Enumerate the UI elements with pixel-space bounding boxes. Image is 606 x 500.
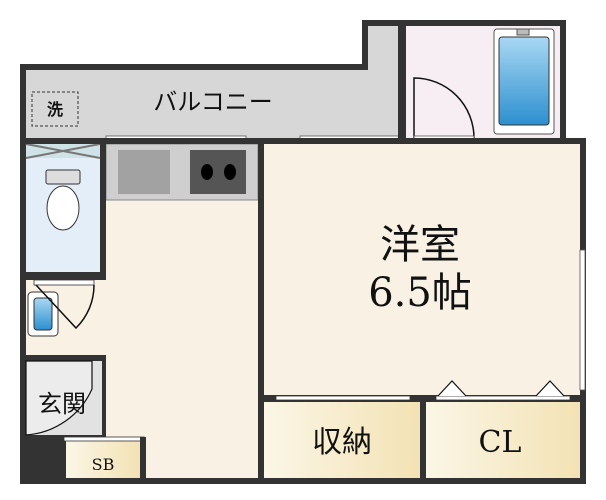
closet <box>426 402 580 478</box>
washer-space <box>31 91 79 127</box>
wall <box>26 272 106 280</box>
closet-door-hinge <box>437 380 565 397</box>
burner-icon <box>201 164 213 180</box>
wall <box>26 355 106 361</box>
shoe-box-door <box>63 436 145 442</box>
toilet-icon <box>46 185 80 231</box>
vent-x-icon <box>25 143 101 159</box>
stove <box>190 150 246 194</box>
washer-label: 洗 <box>47 100 63 119</box>
entrance-label: 玄関 <box>38 390 86 418</box>
bath-door <box>413 77 475 139</box>
toilet-door-frame <box>33 279 95 286</box>
faucet-icon <box>516 28 530 36</box>
window <box>579 249 586 391</box>
balcony-label: バルコニー <box>153 88 273 116</box>
storage <box>264 402 420 478</box>
shoe-box <box>66 440 140 478</box>
storage-label: 収納 <box>312 425 372 460</box>
sink <box>118 150 170 194</box>
western-room <box>264 144 580 395</box>
wall <box>258 144 264 478</box>
toilet-tank <box>45 169 81 185</box>
wall <box>100 144 106 280</box>
wall <box>20 138 586 144</box>
wall <box>140 437 146 478</box>
wall <box>398 20 406 140</box>
closet-door <box>435 395 571 401</box>
toilet-door <box>35 284 95 330</box>
wall <box>420 395 426 478</box>
western-room-label: 洋室 <box>380 222 460 268</box>
shoe-box-label: SB <box>92 455 115 474</box>
closet-label: CL <box>479 425 522 460</box>
washbasin-water <box>33 297 53 331</box>
western-room-size: 6.5帖 <box>368 270 472 316</box>
entrance-door <box>25 360 93 436</box>
bathtub-water <box>498 36 550 126</box>
balcony <box>26 26 398 138</box>
storage-door <box>275 395 411 401</box>
burner-icon <box>224 164 236 180</box>
